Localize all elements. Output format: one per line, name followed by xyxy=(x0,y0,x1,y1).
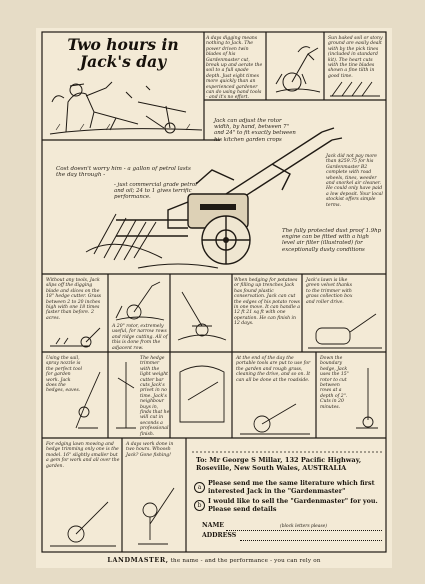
lawn-mower-illustration xyxy=(308,313,382,349)
name-label: NAME xyxy=(202,522,225,529)
jack-relaxing-illustration xyxy=(49,81,203,135)
tiller-digging-illustration xyxy=(275,46,321,93)
jack-fishing-illustration xyxy=(138,487,175,545)
footer-tagline: LANDMASTER, the name - and the performan… xyxy=(36,556,392,564)
grass-cutter-illustration xyxy=(50,327,101,348)
gardenmaster-machine-illustration xyxy=(85,127,343,269)
caption-price: Jack did not pay more than $259.75 for h… xyxy=(326,154,383,208)
coupon-address: To: Mr George S Millar, 132 Pacific High… xyxy=(196,456,362,472)
caption-boundary: Down the boundary hedge, Jack uses the 1… xyxy=(320,356,349,410)
option-a-marker[interactable]: a xyxy=(194,482,205,493)
sprayer-illustration xyxy=(75,371,101,429)
caption-fishing: A days work done in two hours. Whoosh Ja… xyxy=(126,442,174,458)
address-label: ADDRESS xyxy=(202,532,237,539)
tine-illustration xyxy=(330,81,380,97)
caption-cultivate: At the end of the day the portable tools… xyxy=(236,356,311,383)
tiller-row-illustration xyxy=(115,281,165,321)
edging-tool-illustration xyxy=(50,501,116,547)
hedge-trimmer-illustration xyxy=(116,362,136,429)
caption-hedge-work: When hedging for potatoes or filling up … xyxy=(234,278,300,327)
caption-sun-baked: Sun baked soil or stony ground are easil… xyxy=(328,36,383,79)
panel-frame xyxy=(41,31,387,553)
advertisement-page: Two hours in Jack's day A days digging m… xyxy=(36,28,392,568)
caption-hedge-trimmer: The hedge trimmer with the light weight … xyxy=(140,356,170,437)
caption-lawn-mower: Jack's lawn is like green velvet thanks … xyxy=(306,278,353,305)
caption-edging: For edging lawn mowing and hedge trimmin… xyxy=(46,442,120,469)
caption-narrow-tiller: A 20" rotor, extremely useful, for narro… xyxy=(112,324,168,351)
caption-fuel: - just commercial grade petrol and oil; … xyxy=(114,182,197,201)
name-field[interactable] xyxy=(226,530,382,531)
caption-spray: Using the sail, spray nozzle is the perf… xyxy=(46,356,82,394)
address-field[interactable] xyxy=(240,540,382,541)
headline: Two hours in Jack's day xyxy=(67,35,179,71)
footer-tag: the name - and the performance - you can… xyxy=(168,558,321,564)
caption-digging: A days digging means nothing to Jack. Th… xyxy=(206,36,263,101)
name-note: (block letters please) xyxy=(280,524,327,529)
option-a-text: Please send me the same literature which… xyxy=(208,479,375,495)
caption-cost: Cost doesn't worry him - a gallon of pet… xyxy=(56,166,191,179)
option-b-marker[interactable]: b xyxy=(194,500,205,511)
cultivator-illustration xyxy=(240,403,310,435)
option-b-text: I would like to sell the "Gardenmaster" … xyxy=(208,497,378,513)
caption-air-filter: The fully protected dust proof 1.9hp eng… xyxy=(282,228,382,253)
potato-ridger-illustration xyxy=(177,291,227,341)
caption-weed-cut: Without any tools, Jack slips off the di… xyxy=(46,278,102,321)
boundary-rotor-illustration xyxy=(356,368,378,429)
footer-brand: LANDMASTER, xyxy=(107,556,169,564)
caption-adjust-width: Jack can adjust the rotor width, by hand… xyxy=(214,118,296,143)
hedge-scene-illustration xyxy=(179,365,225,423)
